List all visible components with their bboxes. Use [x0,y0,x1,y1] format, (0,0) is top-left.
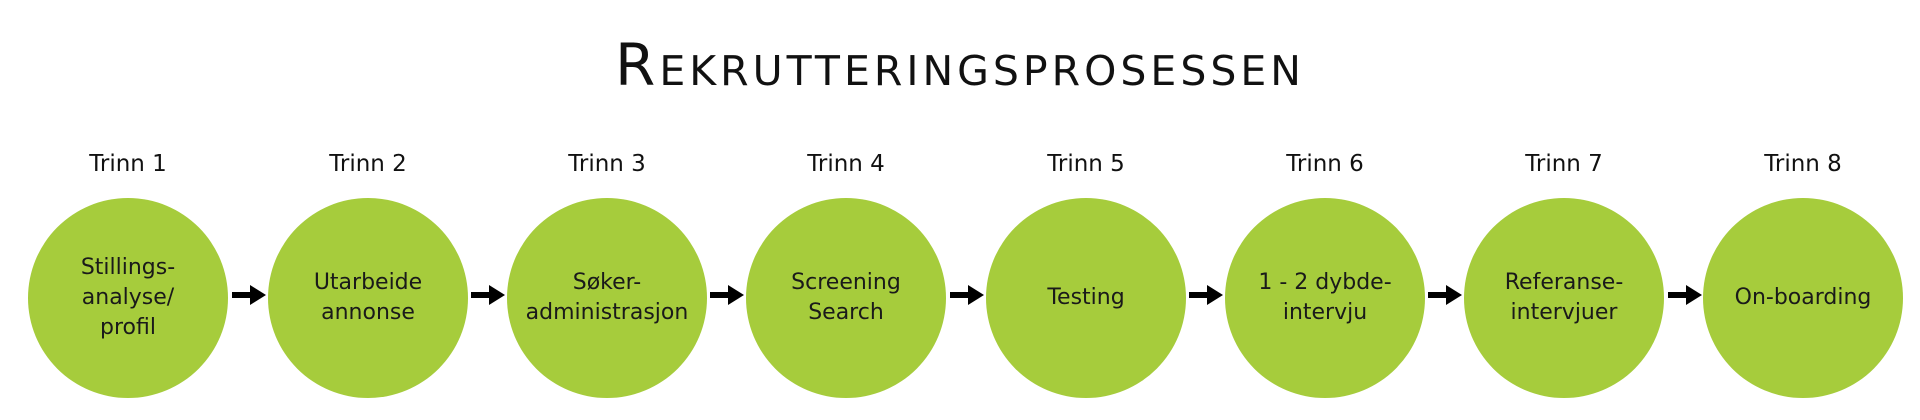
step-label: Trinn 4 [807,151,885,177]
arrow-right-icon [471,285,505,305]
step-label: Trinn 1 [89,151,167,177]
step-label: Trinn 2 [329,151,407,177]
step-circle: Referanse- intervjuer [1464,198,1664,398]
step-2: Trinn 2 Utarbeide annonse [268,145,468,405]
arrow-right-icon [950,285,984,305]
step-circle: Screening Search [746,198,946,398]
diagram-title: Rekrutteringsprosessen [615,31,1305,99]
step-circle: 1 - 2 dybde- intervju [1225,198,1425,398]
step-label: Trinn 7 [1525,151,1603,177]
step-text: Stillings- analyse/ profil [80,255,176,340]
step-label: Trinn 5 [1047,151,1125,177]
step-7: Trinn 7 Referanse- intervjuer [1464,145,1664,405]
step-circle: Testing [986,198,1186,398]
arrow-right-icon [710,285,744,305]
arrow-right-icon [1668,285,1702,305]
step-1: Trinn 1 Stillings- analyse/ profil [28,145,228,405]
step-label: Trinn 8 [1764,151,1842,177]
step-text: Testing [1047,285,1125,310]
step-8: Trinn 8 On-boarding [1703,145,1903,405]
step-6: Trinn 6 1 - 2 dybde- intervju [1225,145,1425,405]
step-circle: On-boarding [1703,198,1903,398]
step-circle: Søker- administrasjon [507,198,707,398]
arrow-right-icon [1189,285,1223,305]
arrow-right-icon [1428,285,1462,305]
step-text: Søker- administrasjon [525,270,689,325]
step-label: Trinn 6 [1286,151,1364,177]
step-label: Trinn 3 [568,151,646,177]
step-text: Screening Search [791,270,901,325]
step-4: Trinn 4 Screening Search [746,145,946,405]
step-text: On-boarding [1734,285,1872,310]
step-circle: Stillings- analyse/ profil [28,198,228,398]
step-text: Referanse- intervjuer [1504,270,1624,325]
arrow-right-icon [232,285,266,305]
step-text: 1 - 2 dybde- intervju [1258,270,1392,325]
step-circle: Utarbeide annonse [268,198,468,398]
step-3: Trinn 3 Søker- administrasjon [507,145,707,405]
step-text: Utarbeide annonse [313,270,423,325]
step-5: Trinn 5 Testing [986,145,1186,405]
